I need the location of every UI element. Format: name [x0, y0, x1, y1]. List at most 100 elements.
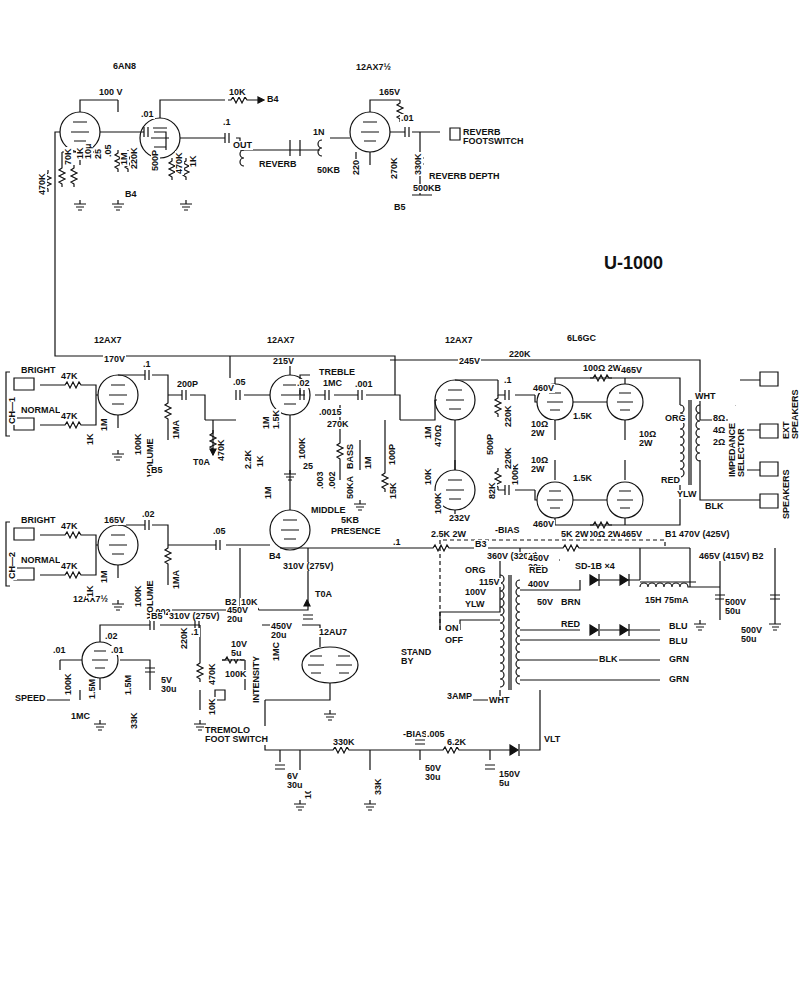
component-label: OUT	[232, 141, 253, 150]
component-label: 1M	[262, 415, 271, 430]
component-label: BLU	[668, 622, 689, 631]
component-label: STAND BY	[400, 648, 438, 667]
component-label: BRN	[560, 598, 582, 607]
component-label: RED	[660, 476, 681, 485]
component-label: 50V	[536, 598, 554, 607]
component-label: 1M	[100, 569, 109, 584]
component-label: 12AX7	[93, 336, 123, 345]
component-label: 100V	[464, 588, 487, 597]
component-label: 12AX7	[444, 336, 474, 345]
component-label: 165V	[103, 516, 126, 525]
component-label: 6V 30u	[286, 772, 316, 791]
component-label: 1MC	[70, 712, 91, 721]
component-label: 10K	[240, 598, 259, 607]
component-label: .1	[392, 538, 402, 547]
component-label: 270K	[326, 420, 350, 429]
component-label: ORG	[464, 566, 487, 575]
arrow-symbol	[210, 97, 310, 606]
component-label: SPEED	[14, 694, 47, 703]
component-label: 470Ω	[434, 424, 443, 448]
component-label: REVERB FOOTSWITCH	[462, 128, 526, 147]
component-label: 100K	[134, 432, 143, 456]
component-label: 330K	[414, 152, 423, 176]
component-label: 10K	[208, 697, 217, 716]
component-label: 12AX7½	[355, 63, 392, 72]
component-label: GRN	[668, 675, 690, 684]
component-label: 100P	[388, 443, 397, 466]
component-label: 1K	[86, 432, 95, 446]
component-label: 1.5K	[572, 412, 593, 421]
component-label: 500V 50u	[740, 626, 772, 645]
component-label: 2.2K	[244, 449, 253, 470]
component-label: .003	[316, 470, 325, 490]
component-label: 470K	[208, 662, 217, 686]
component-label: -BIAS	[402, 730, 429, 739]
component-label: 500P	[486, 433, 495, 456]
component-label: 220K	[508, 350, 532, 359]
component-label: 220K	[504, 404, 513, 428]
component-label: REVERB	[258, 160, 298, 169]
component-label: 470K	[175, 151, 184, 175]
component-label: 1.5M	[88, 678, 97, 700]
component-label: 82K	[488, 481, 497, 500]
component-label: 1K	[189, 154, 198, 168]
component-label: 47K	[60, 412, 79, 421]
component-label: B4	[268, 552, 282, 561]
component-label: BLK	[704, 502, 725, 511]
component-label: RED	[560, 620, 581, 629]
transformer-core	[290, 140, 696, 690]
component-label: 450V 20u	[270, 622, 302, 641]
component-label: 1MC	[272, 641, 281, 662]
ground-symbol	[74, 200, 781, 810]
component-label: 33K	[374, 777, 383, 796]
component-label: 100K	[434, 491, 443, 515]
component-label: 2Ω	[712, 438, 726, 447]
component-label: MIDDLE	[310, 506, 347, 515]
component-label: CH—2	[8, 551, 17, 580]
component-label: 6.2K	[446, 738, 467, 747]
component-label: 100 V	[98, 88, 124, 97]
component-label: 2.5K 2W	[430, 530, 467, 539]
component-label: -BIAS	[494, 526, 521, 535]
component-label: 5K 2W	[560, 530, 590, 539]
component-label: 1M	[120, 151, 129, 166]
component-label: 1K	[86, 584, 95, 598]
component-label: IMPEDANCE SELECTOR	[728, 406, 747, 478]
diode-symbol	[510, 575, 628, 755]
component-label: 165V	[378, 88, 401, 97]
component-label: 100K	[298, 436, 307, 460]
component-label: 10μ	[84, 142, 93, 160]
component-label: 200P	[176, 380, 199, 389]
component-label: 25	[94, 148, 103, 160]
component-label: 1M	[364, 455, 373, 470]
component-label: 465V (415V) B2	[698, 552, 765, 561]
component-label: .1	[503, 376, 513, 385]
component-label: 470K	[38, 172, 47, 196]
component-label: 4Ω	[712, 426, 726, 435]
component-label: 1N	[312, 128, 326, 137]
component-label: 232V	[448, 514, 471, 523]
component-label: TREBLE	[318, 368, 356, 377]
component-label: 460V	[532, 520, 555, 529]
component-label: 400V	[527, 580, 550, 589]
component-label: 50KB	[316, 166, 341, 175]
component-label: .01	[52, 646, 67, 655]
component-label: 450V 20u	[226, 606, 258, 625]
component-label: EXT SPEAKERS	[782, 380, 800, 440]
component-label: NORMAL	[20, 556, 62, 565]
component-label: 100K	[134, 584, 143, 608]
component-label: B4	[266, 95, 280, 104]
component-label: 6L6GC	[566, 334, 597, 343]
component-label: 15K	[389, 481, 398, 500]
component-label: .02	[104, 632, 119, 641]
component-label: ORG	[664, 414, 687, 423]
component-label: 5KB	[340, 516, 360, 525]
component-label: 1MC	[322, 379, 343, 388]
component-label: 100K	[224, 670, 248, 679]
component-label: 220K	[130, 146, 139, 170]
component-label: T0A	[192, 458, 211, 467]
component-label: 100Ω 2W	[582, 364, 622, 373]
component-label: OFF	[444, 636, 464, 645]
component-label: SD-1B ×4	[574, 562, 616, 571]
component-label: 15H 75mA	[644, 596, 690, 605]
